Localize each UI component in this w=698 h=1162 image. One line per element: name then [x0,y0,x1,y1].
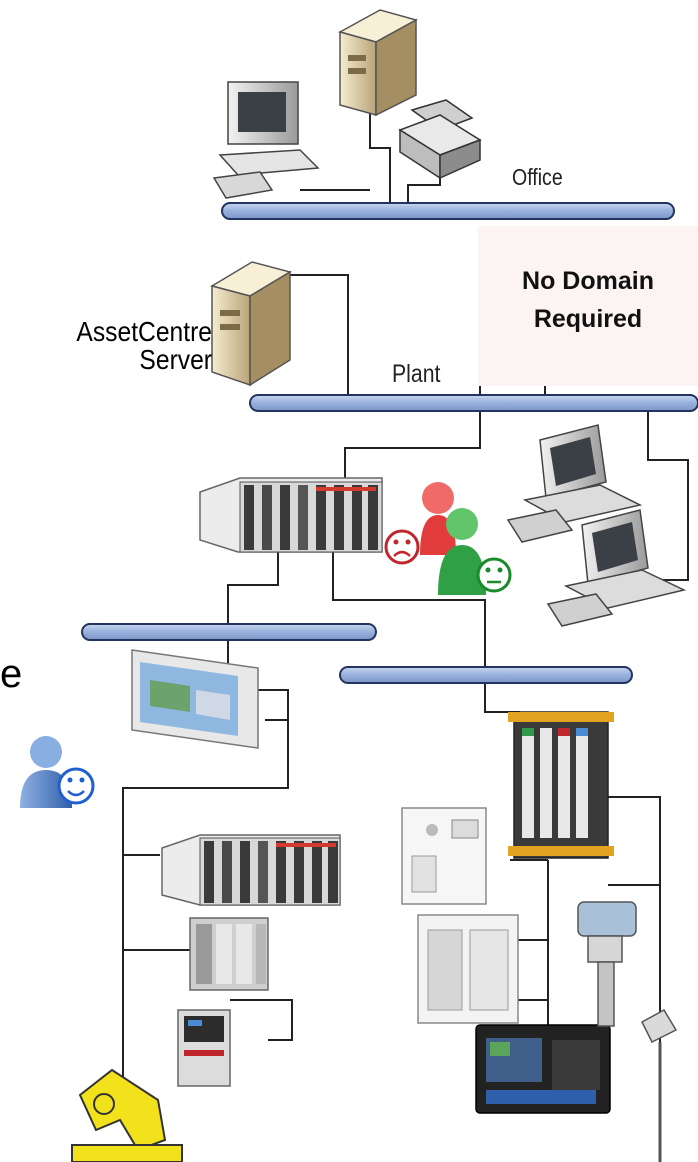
transmitter-icon [577,901,637,1027]
plant-label: Plant [392,360,441,388]
io-module-icon [417,914,519,1024]
plc-rack-icon [161,834,341,906]
workstation-icon [546,509,687,627]
left-network-bar [81,623,377,641]
domain-note-box [478,226,698,386]
office-server-icon [338,9,418,117]
happy-user-icon [20,736,95,808]
operator-panel-icon [475,1024,611,1114]
office-network-bar [221,202,675,220]
office-label: Office [512,164,563,190]
domain-note-line1: No Domain [522,267,654,295]
server-label-line2: Server [139,344,212,375]
io-module-icon [189,917,269,991]
server-label-line1: AssetCentre [76,316,212,347]
sad-user-icon [384,482,456,565]
office-workstation-icon [212,81,320,199]
hmi-panel-icon [131,649,259,749]
domain-note-line2: Required [533,305,643,333]
right-network-bar [339,666,633,684]
printer-icon [398,99,482,180]
neutral-user-icon [438,508,512,595]
drive-icon [177,1009,231,1087]
assetcentre-server-icon [210,261,292,387]
io-module-icon [401,807,487,905]
domain-note: No Domain Required [478,262,698,338]
plc-rack-icon [199,477,383,553]
plant-network-bar [249,394,698,412]
robot-arm-icon [71,1068,183,1162]
sensor-icon [641,1008,678,1162]
io-module-icon [508,711,614,859]
clipped-edge-text: e [0,652,23,696]
assetcentre-server-label: AssetCentre Server [40,318,212,374]
workstation-icon [506,424,643,543]
